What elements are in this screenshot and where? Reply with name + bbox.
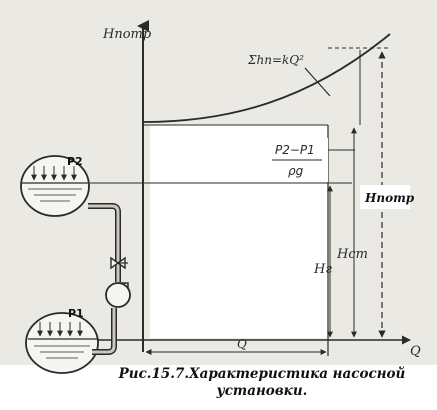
pressure-term-denominator: ρg xyxy=(288,164,304,178)
y-axis-label: Hпотр xyxy=(102,27,152,42)
pump xyxy=(105,282,131,308)
h-static-label: Hст xyxy=(336,247,368,262)
pressure-term-numerator: P2−P1 xyxy=(275,143,315,157)
caption-line-2: установки. xyxy=(216,383,308,399)
q-dimension-label: Q xyxy=(237,337,247,351)
lower-tank-pressure-arrows xyxy=(37,322,83,337)
discharge-pipe-inner xyxy=(88,204,120,282)
lower-tank-label: P1 xyxy=(68,307,84,320)
friction-leader xyxy=(304,67,331,97)
upper-tank-label: P2 xyxy=(67,155,83,168)
h-geometric-label: Hг xyxy=(313,262,332,277)
pump-volute xyxy=(118,282,129,289)
suction-pipe-inner xyxy=(92,308,116,354)
figure-caption: Рис.15.7.Характеристика насосной установ… xyxy=(112,366,412,400)
h-required-label: Hпотр xyxy=(364,191,415,205)
friction-formula-label: Σhп=kQ² xyxy=(247,53,304,67)
upper-tank-pressure-arrows xyxy=(31,166,77,181)
caption-line-1: Рис.15.7.Характеристика насосной xyxy=(118,366,406,382)
x-axis-label: Q xyxy=(410,344,421,359)
lower-tank xyxy=(25,312,99,374)
upper-tank xyxy=(20,155,90,217)
hpotr-label-box xyxy=(360,185,410,209)
valve xyxy=(110,256,128,270)
system-curve xyxy=(142,33,391,123)
